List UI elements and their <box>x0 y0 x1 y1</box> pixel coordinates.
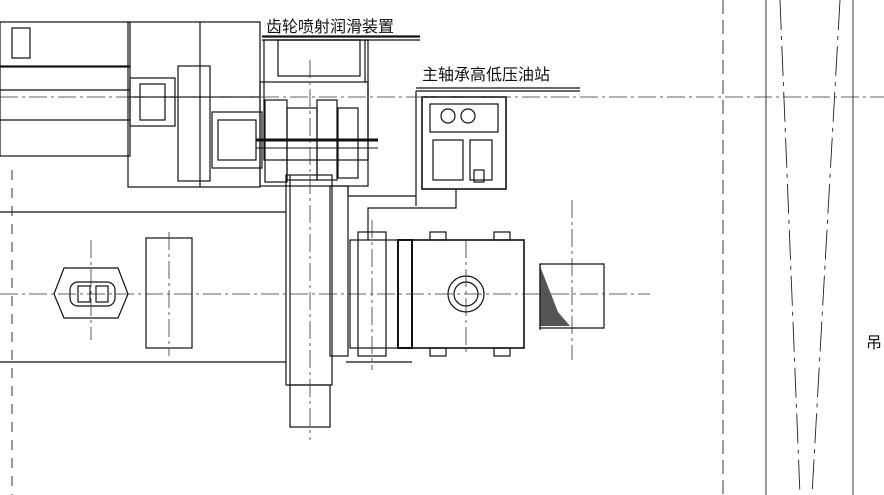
left-drive-assembly <box>0 21 263 188</box>
center-lines <box>0 60 884 440</box>
lower-left-parts <box>53 237 193 349</box>
vertical-gear-column <box>285 174 349 428</box>
oil-station-cabinet <box>415 91 507 206</box>
label-edge-fragment: 吊 <box>866 333 882 352</box>
label-gear-spray-lubrication: 齿轮喷射润滑装置 <box>266 17 394 36</box>
label-main-bearing-oil-station: 主轴承高低压油站 <box>422 65 550 84</box>
right-reference-lines <box>11 0 854 495</box>
base-support <box>539 263 605 330</box>
pipelines <box>0 35 580 363</box>
main-shaft-assembly <box>256 39 378 187</box>
